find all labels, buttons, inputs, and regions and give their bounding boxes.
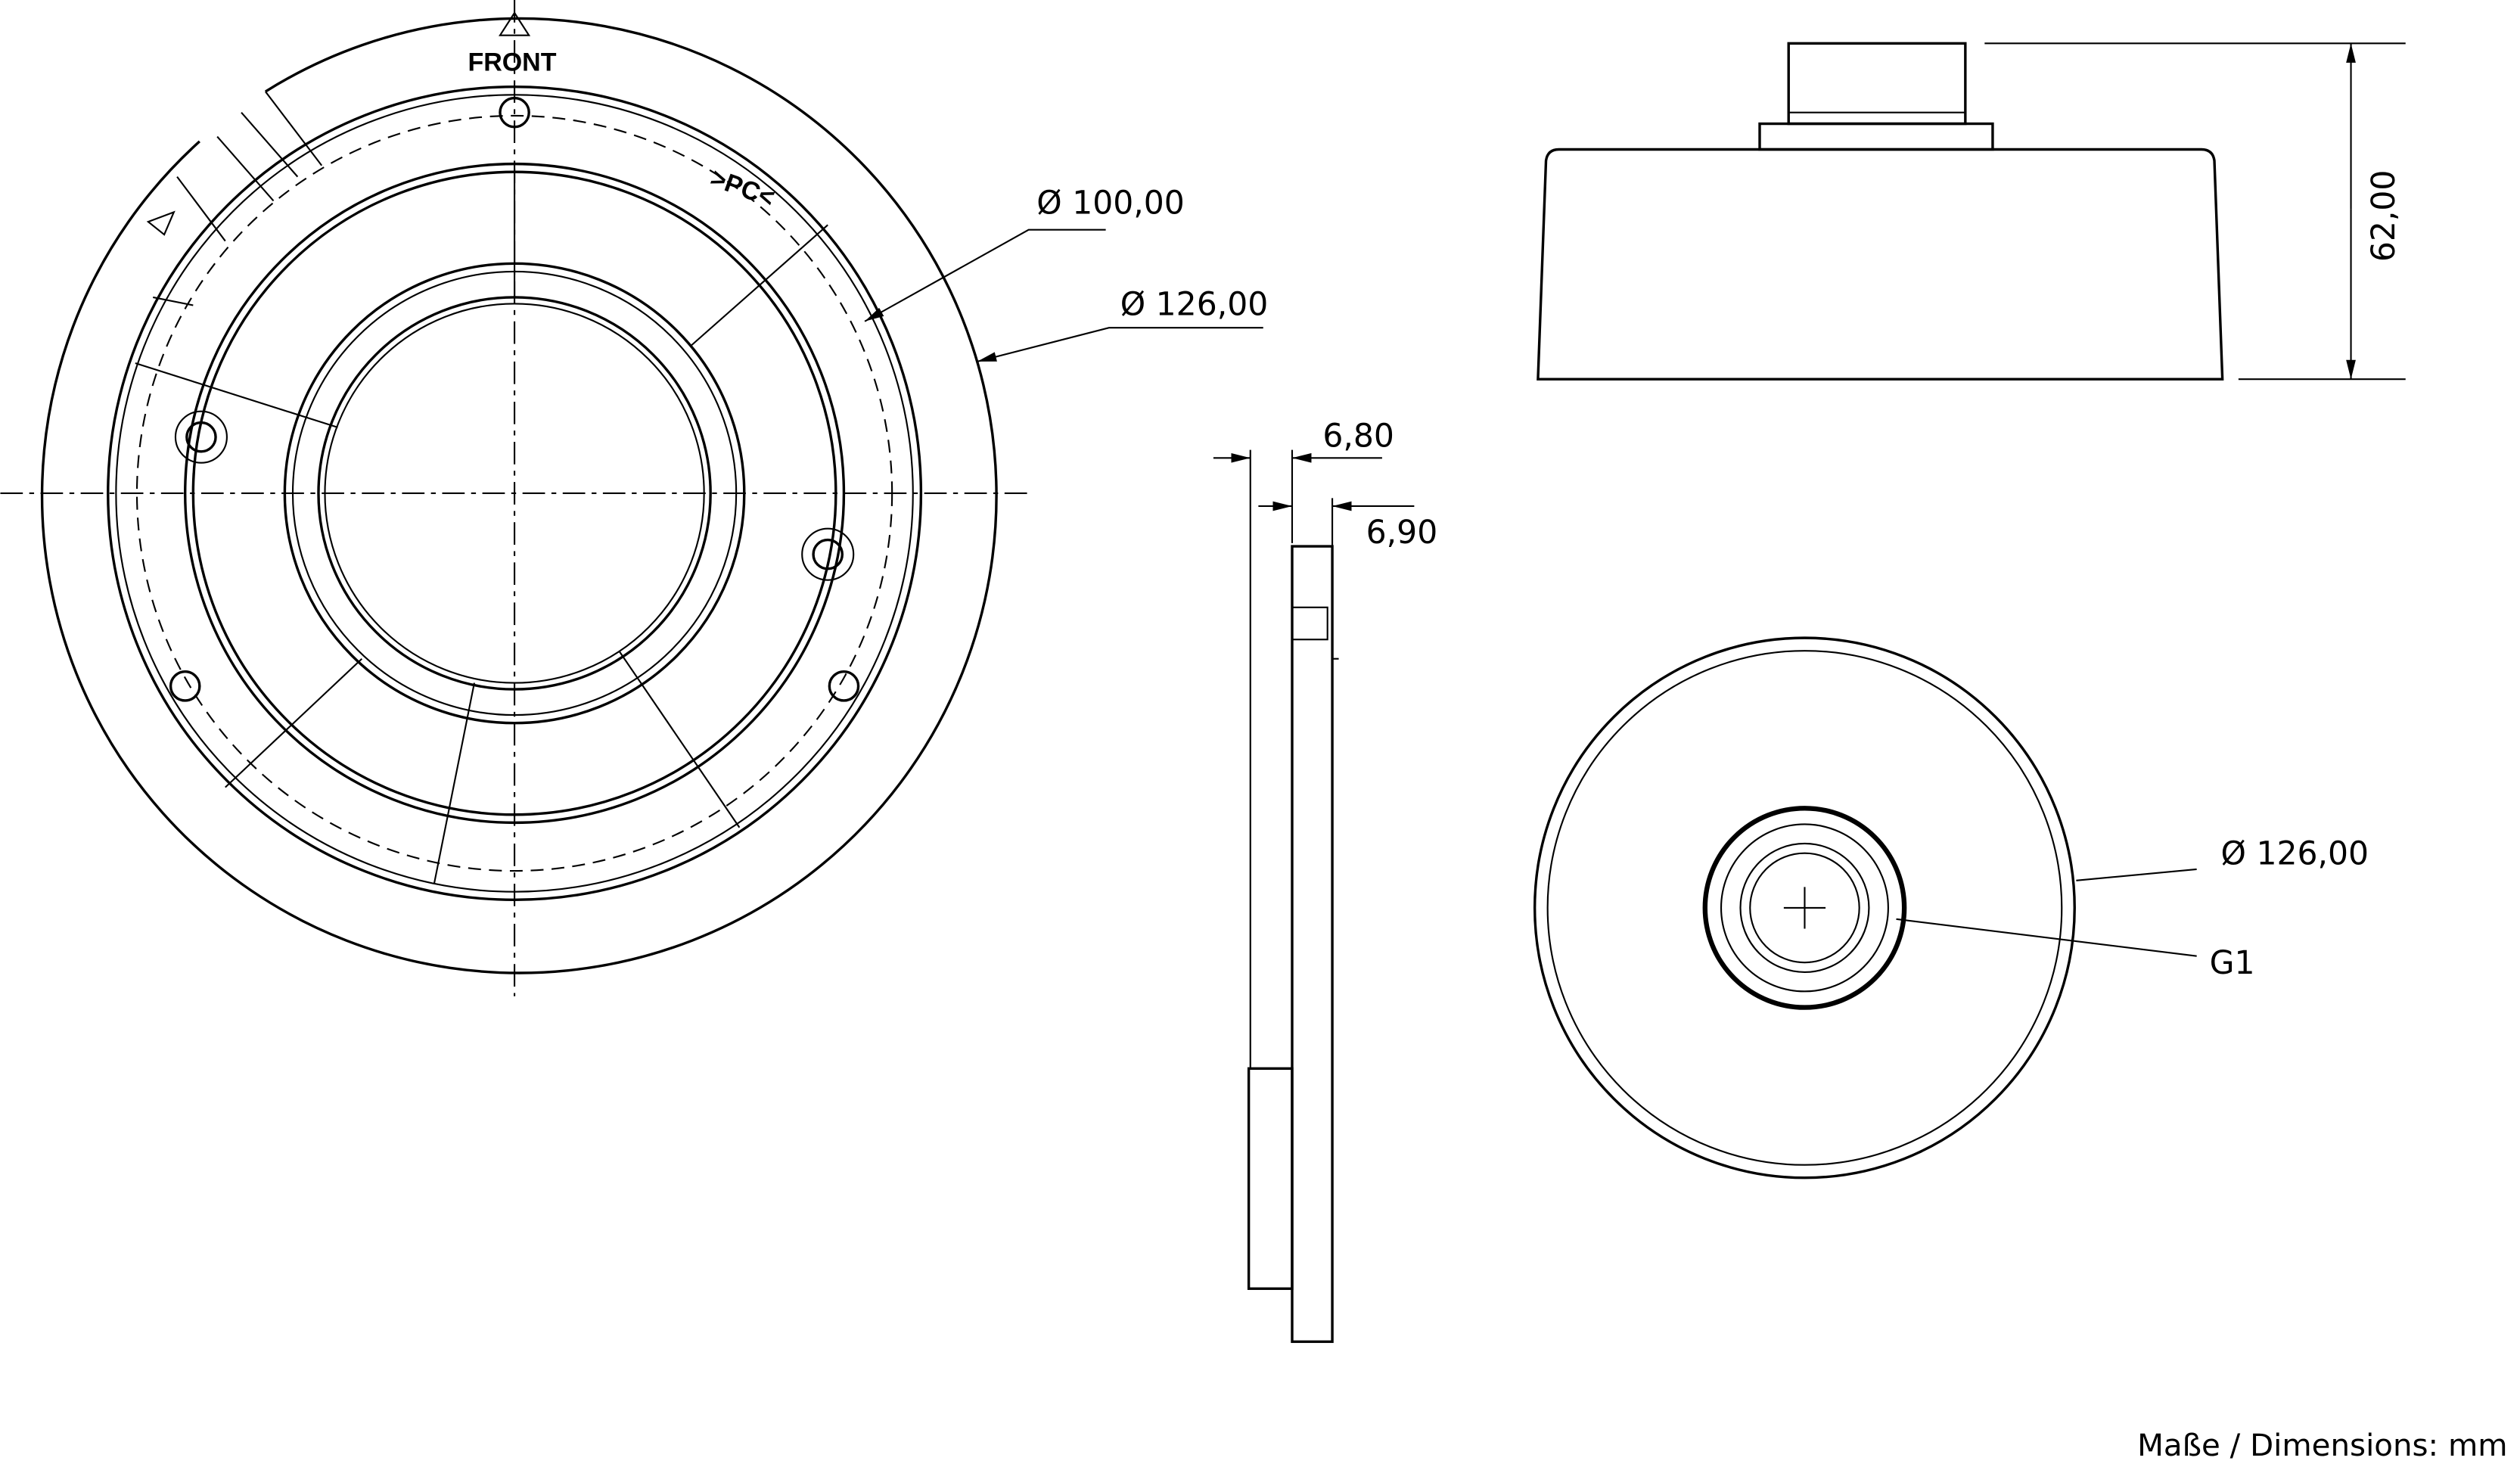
side-view: 6,80 6,90 <box>1213 418 1438 1344</box>
front-label: FRONT <box>468 48 556 76</box>
dim-height: 62,00 <box>2366 170 2403 263</box>
bottom-view: Ø 126,00 G1 <box>1533 636 2369 1180</box>
dim-6-90: 6,90 <box>1366 514 1438 552</box>
pc-label: >PC< <box>707 163 778 213</box>
units-note: Maße / Dimensions: mm <box>2137 1428 2507 1463</box>
dim-6-80: 6,80 <box>1322 418 1394 455</box>
top-view: FRONT >PC< Ø 100,00 Ø 126,00 <box>0 0 1268 996</box>
dim-inner-diameter: Ø 100,00 <box>1036 185 1185 222</box>
front-view: 62,00 <box>1537 42 2406 381</box>
thread-label: G1 <box>2210 945 2255 982</box>
dim-bottom-diameter: Ø 126,00 <box>2221 836 2369 873</box>
dim-outer-diameter: Ø 126,00 <box>1120 286 1269 323</box>
